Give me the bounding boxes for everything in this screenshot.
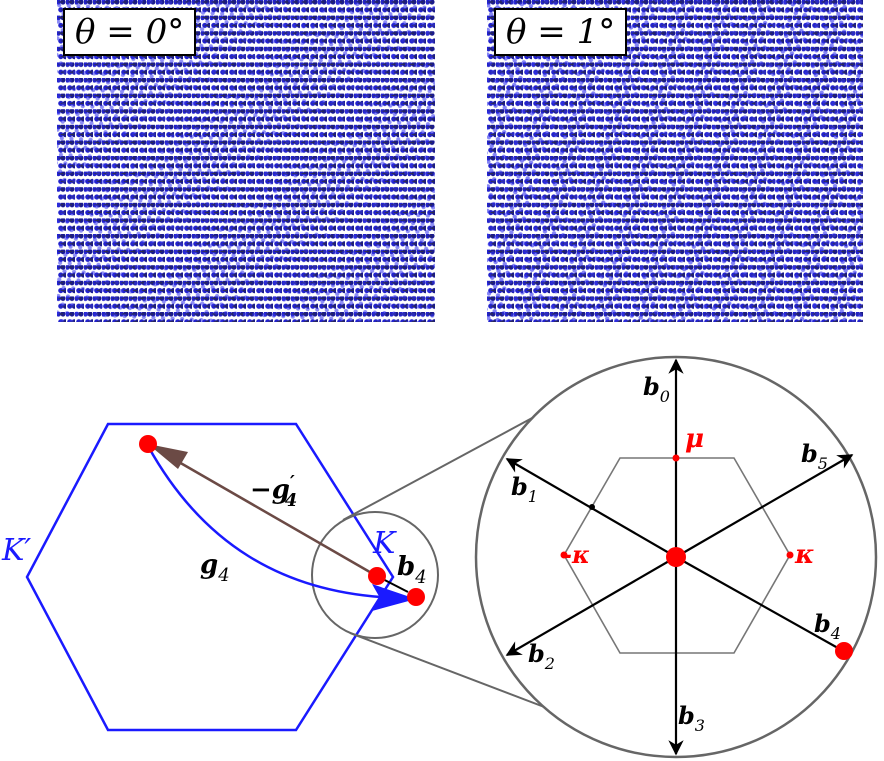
b5-label: b5 — [801, 439, 828, 473]
brillouin-zone-diagram: K′ K −g′4 g4 b4 b0 b1 b5 b2 b4 b3 — [1, 355, 878, 759]
point-b4-end — [407, 588, 425, 606]
b2-label: b2 — [528, 639, 555, 673]
b0-label: b0 — [643, 372, 670, 406]
g4-arrowhead — [372, 584, 416, 611]
neg-kappa-label: -κ — [562, 540, 590, 569]
K-prime-label: K′ — [1, 533, 31, 568]
neg-g4-prime-arrow — [157, 448, 376, 577]
b5-arrow — [675, 454, 854, 558]
neg-kappa-point — [560, 551, 568, 559]
b4-small-label: b4 — [397, 552, 427, 588]
b2-arrow — [505, 556, 677, 656]
b4-end-point — [835, 642, 853, 660]
zoom-source-circle — [311, 511, 439, 639]
g4-label: g4 — [200, 550, 230, 586]
point-top-left — [139, 435, 157, 453]
kappa-point — [786, 551, 794, 559]
g4-arrow — [146, 445, 401, 600]
zoom-line-top — [342, 402, 561, 521]
mu-point — [672, 454, 680, 462]
b3-label: b3 — [678, 701, 705, 735]
b4-label: b4 — [814, 609, 841, 643]
b4-arrow — [675, 556, 846, 653]
hex-vertex-point — [589, 504, 595, 510]
point-K — [368, 567, 386, 585]
kappa-label: κ — [794, 540, 815, 570]
theta-0-label: θ = 0° — [63, 8, 197, 56]
neg-g4-prime-arrowhead — [148, 444, 188, 469]
brillouin-zone-hexagon — [25, 422, 395, 732]
theta-1-label: θ = 1° — [494, 8, 628, 56]
zoom-line-bottom — [349, 632, 561, 714]
mu-label: μ — [685, 424, 704, 454]
center-point — [666, 547, 686, 567]
K-label: K — [372, 526, 397, 561]
neg-g4-prime-label: −g′4 — [250, 472, 297, 511]
b1-label: b1 — [511, 472, 538, 506]
